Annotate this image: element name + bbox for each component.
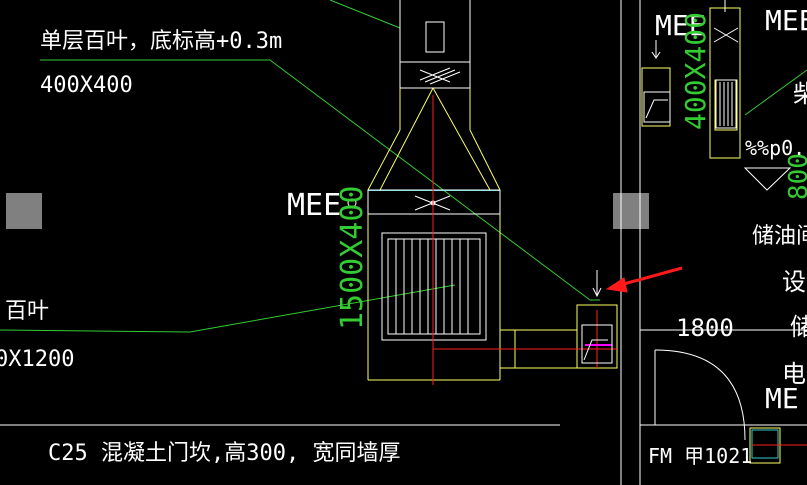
dim-800-vertical: 800 (784, 153, 807, 200)
cut-text-label: 柴 (793, 80, 807, 108)
louver-grille (381, 232, 487, 341)
pct-text-label: %%p0. (745, 136, 805, 160)
equip-1-label: 设 (782, 268, 806, 296)
size-x1200-label: 0X1200 (0, 347, 74, 372)
grey-marker-right (613, 193, 649, 229)
fm-door-label: FM 甲1021 (648, 444, 752, 468)
mee-top-1-label: MEE (655, 9, 706, 42)
unit-box (347, 189, 501, 215)
size-400-label: 400X400 (40, 73, 133, 98)
equip-2-label: 储 (790, 313, 807, 341)
oil-storage-label: 储油间 (752, 224, 807, 249)
dim-1500x400-label: 1500X400 (335, 186, 370, 331)
louver-left-label: 百叶 (5, 299, 49, 324)
leader-lines (0, 0, 807, 333)
top-duct (399, 0, 471, 89)
grey-marker-left (6, 193, 42, 229)
red-arrow (605, 266, 683, 293)
mee-center-label: MEE (287, 188, 341, 223)
mee-top-2-label: MEE (765, 4, 807, 37)
right-equipment-white (643, 0, 792, 191)
dim-1800-label: 1800 (676, 314, 734, 342)
red-centerline (432, 95, 617, 385)
cyan-box-bottom (751, 429, 779, 459)
dim-400x400-vertical: 400X400 (679, 12, 712, 130)
damper-box (581, 270, 613, 364)
yellow-unit (367, 87, 618, 381)
elec-label: 电 (782, 360, 806, 388)
c25-note-label: C25 混凝土门坎,高300, 宽同墙厚 (48, 441, 400, 466)
louver-single-label: 单层百叶，底标高+0.3m (40, 29, 282, 54)
mee-lower-label: ME (765, 382, 799, 415)
